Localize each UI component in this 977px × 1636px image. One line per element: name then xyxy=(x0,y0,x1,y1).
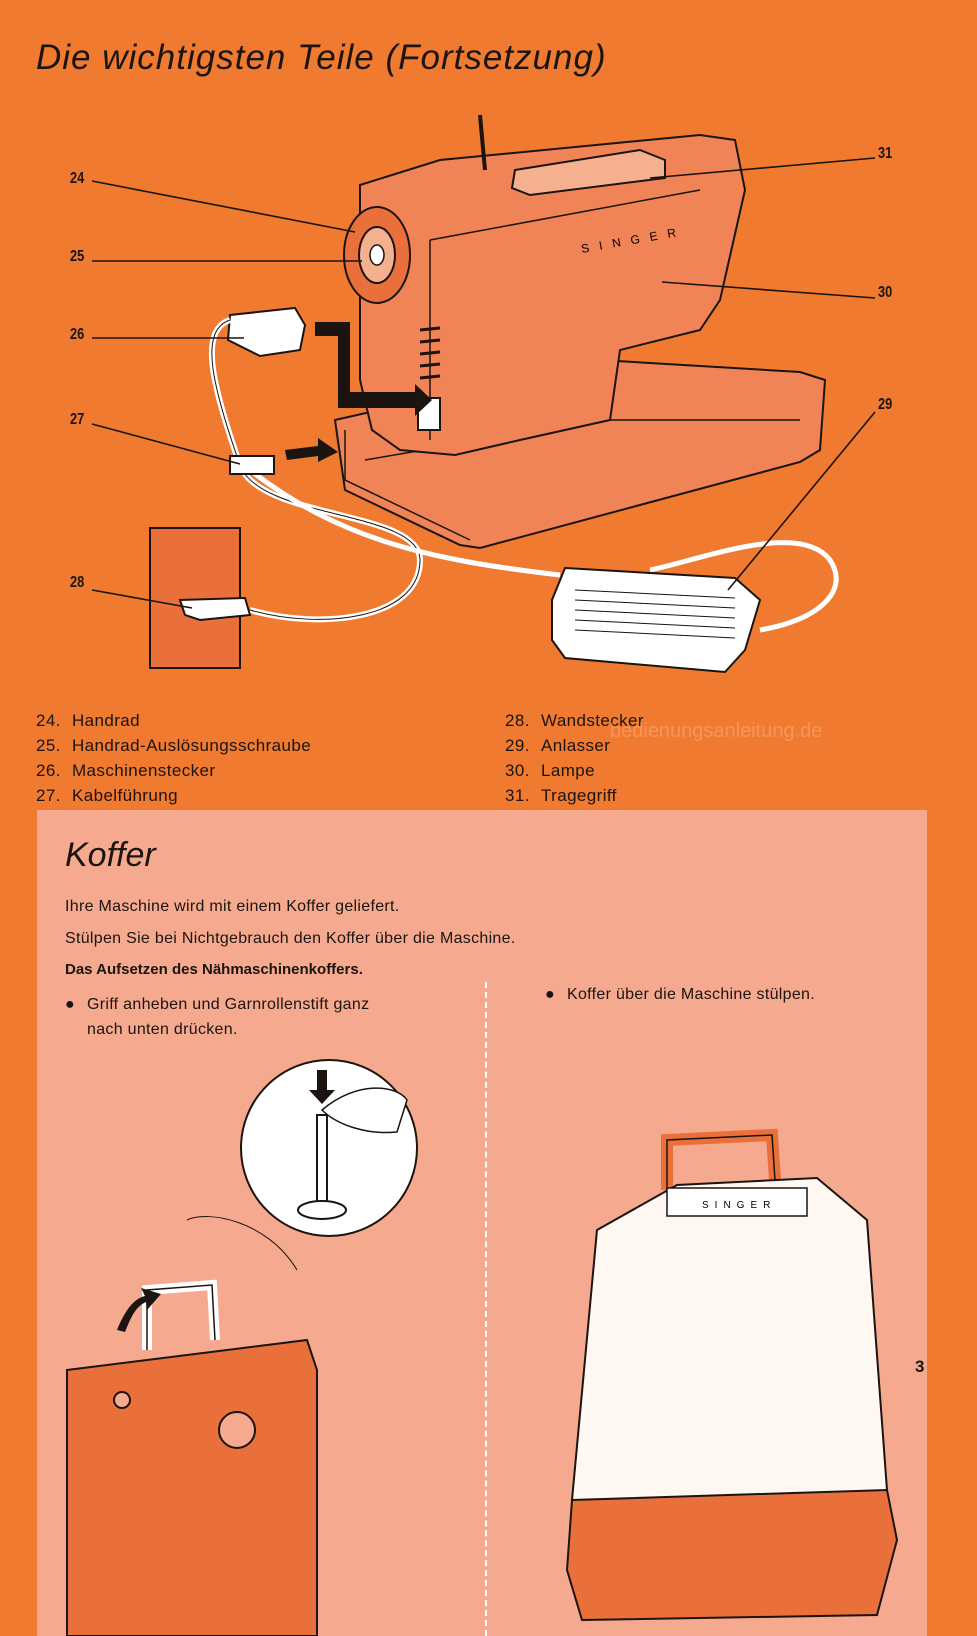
list-item: 24.Handrad xyxy=(36,711,141,730)
list-item: 26.Maschinenstecker xyxy=(36,761,216,780)
case-brand-label: SINGER xyxy=(702,1200,776,1211)
list-item: 31.Tragegriff xyxy=(505,786,617,805)
curved-arrow-icon xyxy=(117,1288,161,1332)
koffer-section: Koffer Ihre Maschine wird mit einem Koff… xyxy=(37,810,927,1636)
step-1: ● Griff anheben und Garnrollenstift ganz… xyxy=(65,992,445,1042)
foot-pedal xyxy=(551,566,762,674)
watermark: bedienungsanleitung.de xyxy=(610,720,823,742)
dashed-divider xyxy=(485,982,487,1636)
intro-text-1: Ihre Maschine wird mit einem Koffer geli… xyxy=(65,898,400,915)
list-item: 30.Lampe xyxy=(505,761,595,780)
machine-body xyxy=(359,133,747,457)
page-number: 3 xyxy=(915,1357,925,1376)
callout-30: 30 xyxy=(878,284,893,301)
callout-26: 26 xyxy=(70,326,85,343)
section-title: Koffer xyxy=(65,836,156,874)
machine-plug xyxy=(226,306,307,358)
list-item: 27.Kabelführung xyxy=(36,786,178,805)
spool-pin xyxy=(316,1114,328,1211)
machine-top-view xyxy=(66,1338,318,1636)
sewing-machine-illustration: SINGER xyxy=(91,114,876,674)
parts-list-right: 28.Wandstecker 29.Anlasser 30.Lampe 31.T… xyxy=(505,708,644,808)
callout-25: 25 xyxy=(70,248,85,265)
parts-list-left: 24.Handrad 25.Handrad-Auslösungsschraube… xyxy=(36,708,311,808)
callout-24: 24 xyxy=(70,170,85,187)
list-item: 29.Anlasser xyxy=(505,736,611,755)
page-title: Die wichtigsten Teile (Fortsetzung) xyxy=(36,38,607,77)
callout-28: 28 xyxy=(70,574,85,591)
callout-31: 31 xyxy=(878,145,893,162)
handle-and-spool-illustration xyxy=(66,1059,418,1636)
step-1-line-1: Griff anheben und Garnrollenstift ganz xyxy=(87,996,370,1013)
cable-guide xyxy=(229,455,275,475)
list-item: 28.Wandstecker xyxy=(505,711,644,730)
callout-27: 27 xyxy=(70,411,85,428)
wall-plug xyxy=(178,596,252,622)
carry-handle xyxy=(510,148,666,197)
step-1-line-2: nach unten drücken. xyxy=(87,1021,238,1038)
bullet-icon: ● xyxy=(65,996,75,1013)
step-2-text: Koffer über die Maschine stülpen. xyxy=(567,986,815,1003)
covered-machine-illustration: SINGER xyxy=(565,1128,899,1622)
callout-29: 29 xyxy=(878,396,893,413)
case-label xyxy=(666,1187,808,1217)
down-arrow-icon xyxy=(309,1070,335,1104)
bullet-icon: ● xyxy=(545,986,555,1003)
insert-arrow-icon-2 xyxy=(285,438,338,462)
insert-arrow-icon xyxy=(315,322,432,416)
step-2: ● Koffer über die Maschine stülpen. xyxy=(545,982,905,1007)
case-base xyxy=(565,1488,899,1622)
list-item: 25.Handrad-Auslösungsschraube xyxy=(36,736,312,755)
intro-text-2: Stülpen Sie bei Nichtgebrauch den Koffer… xyxy=(65,930,516,947)
subheading: Das Aufsetzen des Nähmaschinenkoffers. xyxy=(65,961,363,978)
